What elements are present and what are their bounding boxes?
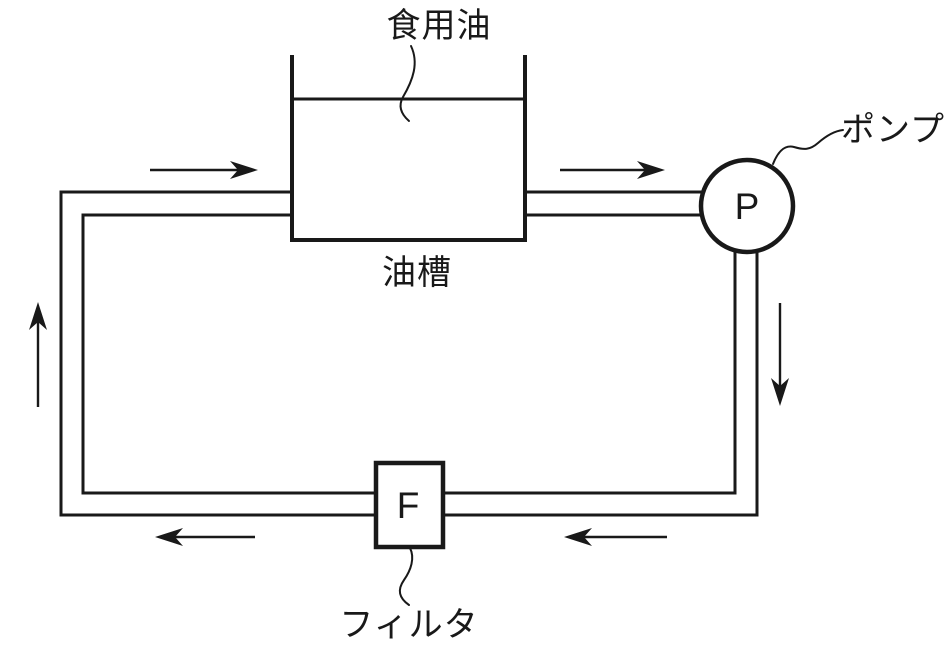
- pump-symbol: P: [735, 186, 760, 227]
- filter-symbol: F: [397, 485, 420, 526]
- pump-circle: [698, 157, 796, 255]
- flow-arrow-left-side: [29, 302, 47, 407]
- flow-arrow-top-left: [150, 161, 258, 179]
- filter-label: フィルタ: [339, 606, 478, 644]
- pipe-loop: [59, 190, 759, 517]
- arrow-down-icon: [771, 378, 789, 406]
- pump-leader-line: [772, 129, 844, 165]
- cooking-oil-leader-line: [399, 45, 416, 122]
- flow-arrow-right-side: [771, 303, 789, 406]
- oil-tank-label: 油槽: [382, 254, 452, 292]
- flow-arrow-top-right: [560, 161, 665, 179]
- flow-arrow-bottom-right: [564, 528, 667, 546]
- pipe-inner-wall: [81, 213, 737, 495]
- filter: F: [373, 460, 446, 550]
- arrow-up-icon: [29, 302, 47, 330]
- oil-tank: [290, 55, 527, 242]
- cooking-oil-label: 食用油: [387, 7, 492, 45]
- pump: P: [698, 157, 796, 255]
- pump-label: ポンプ: [841, 111, 945, 149]
- arrow-right-icon: [637, 161, 665, 179]
- arrow-left-icon: [564, 528, 592, 546]
- pipe-outer-wall: [59, 190, 759, 517]
- arrow-right-icon: [230, 161, 258, 179]
- arrow-left-icon: [155, 528, 183, 546]
- filter-box: [373, 460, 446, 550]
- filter-leader-line: [398, 547, 414, 606]
- flow-arrow-bottom-left: [155, 528, 255, 546]
